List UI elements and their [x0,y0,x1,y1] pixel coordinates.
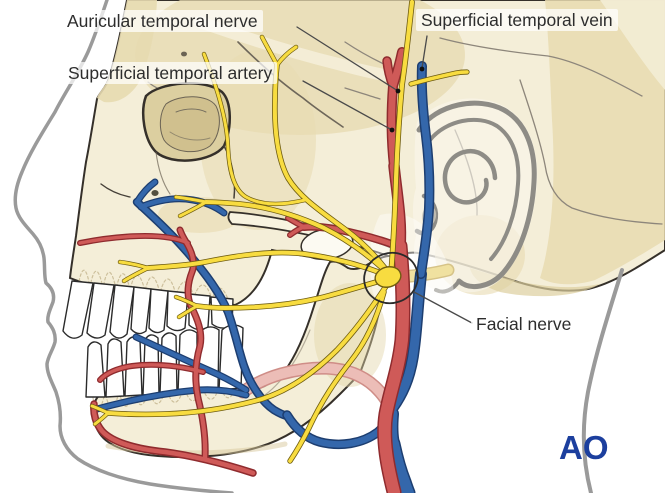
teeth-lower [85,324,244,398]
label-superficial-temporal-vein: Superficial temporal vein [416,9,618,32]
leader-lines [296,26,473,324]
leader-facial-nerve [413,291,473,324]
label-facial-nerve: Facial nerve [471,313,577,336]
temporal-line-highlight [194,16,396,82]
neck-profile-line [581,268,624,493]
upper-tooth-roots [77,269,230,303]
label-superficial-temporal-artery: Superficial temporal artery [63,62,278,85]
leader-dots [389,66,425,133]
ear [413,98,538,294]
skin-outlines [13,0,624,493]
leader-superficial-temporal-artery [302,80,393,131]
label-auricular-temporal-nerve: Auricular temporal nerve [62,10,263,33]
leader-superficial-temporal-vein [421,35,428,69]
eye-orbit [100,82,236,199]
facial-nerve-branches [92,2,467,461]
facial-nerve-hub [374,266,402,288]
leader-auricular-temporal-nerve [296,26,399,92]
ao-logo: AO [559,429,609,466]
face-profile-line [13,0,234,493]
facial-nerve-annotation-circle [363,251,419,305]
